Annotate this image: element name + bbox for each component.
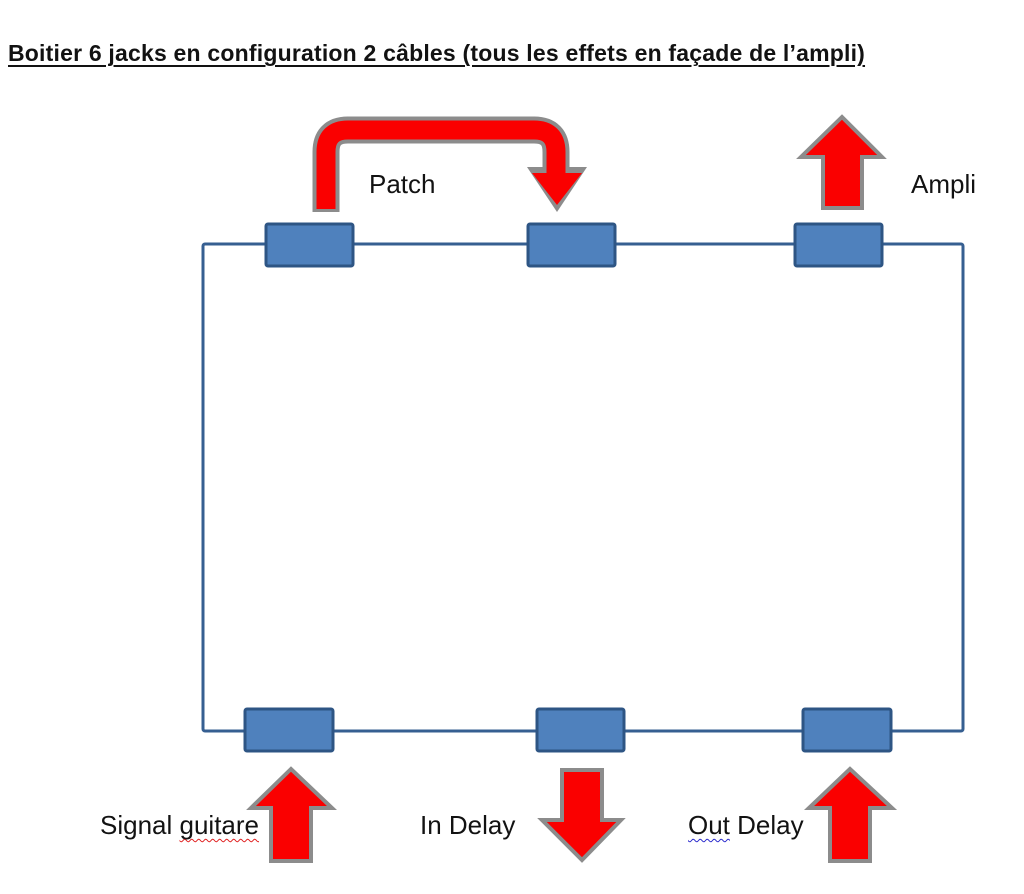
signal-guitare-label-prefix: Signal [100,810,180,840]
pedal-box-outline [201,242,965,733]
patch-arrow-outline [312,116,570,212]
patch-cable-arrow-icon [312,116,587,212]
out-delay-label-suffix: Delay [729,810,804,840]
patch-label: Patch [369,169,436,199]
signal-guitare-label-misspelled-word: guitare [179,810,260,840]
ampli-up-arrow-icon [796,114,887,210]
patch-arrowhead-red [532,173,582,205]
jack-bottom-middle [535,707,626,753]
jack-top-left [264,222,355,268]
signal-guitare-label: Signal guitare [100,810,259,841]
out-delay-label-flagged-word: Out [688,810,730,840]
patch-arrow-red [316,120,566,209]
jack-bottom-right [801,707,893,753]
jack-top-middle [526,222,617,268]
ampli-label: Ampli [911,169,977,199]
jack-top-right [793,222,884,268]
out-delay-label: Out Delay [688,810,804,841]
out-delay-up-arrow-icon [803,766,898,863]
signal-guitare-up-arrow-icon [246,766,338,863]
in-delay-down-arrow-icon [537,768,626,863]
in-delay-label: In Delay [420,810,516,840]
jack-bottom-left [243,707,335,753]
page-title: Boitier 6 jacks en configuration 2 câble… [8,40,866,66]
